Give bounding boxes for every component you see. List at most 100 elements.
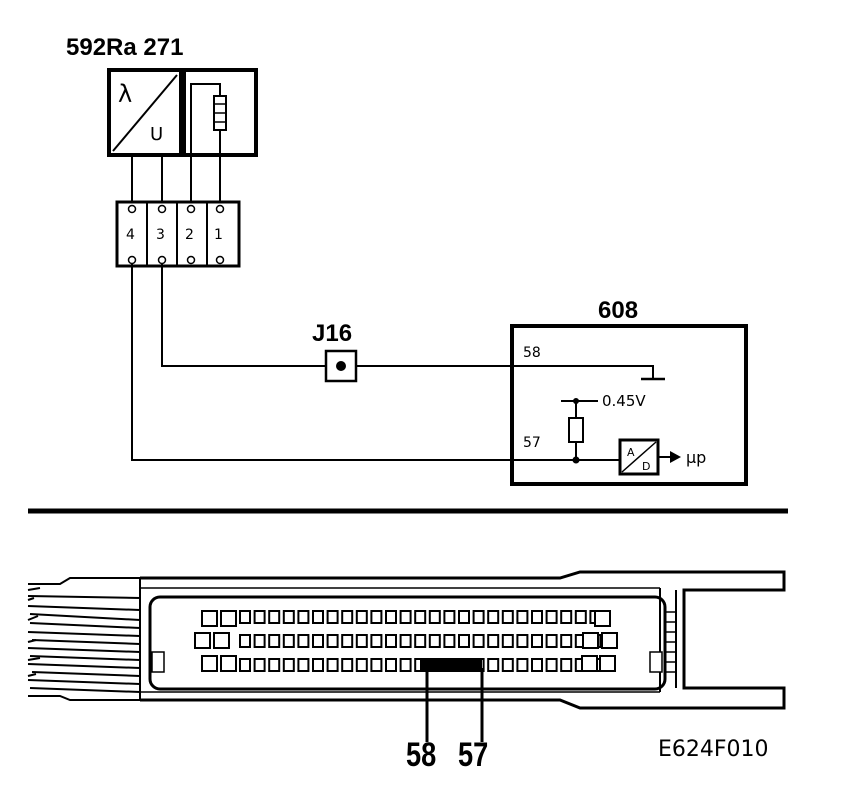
pin-58-label: 58	[406, 735, 436, 774]
pin-terminal	[560, 634, 573, 648]
pin-terminal	[253, 634, 266, 648]
pin-terminal	[443, 610, 456, 624]
pin-terminal	[531, 610, 543, 624]
connector-block: 4 3 2 1	[115, 200, 241, 268]
pin-terminal	[239, 610, 251, 624]
ecu-label: 608	[598, 297, 638, 324]
pin-terminal	[472, 610, 485, 624]
pin-terminal	[399, 658, 412, 672]
u-symbol: U	[150, 124, 163, 145]
power-terminal	[601, 632, 618, 649]
pin-terminal	[501, 610, 514, 624]
junction-j16	[324, 349, 358, 383]
pin-terminal	[487, 634, 500, 648]
power-terminal	[582, 632, 599, 649]
pin-terminal	[326, 610, 339, 624]
pin-terminal	[385, 634, 397, 648]
pin-terminal	[560, 610, 573, 624]
ecu-608: 58 57 0.45V A D µp	[510, 324, 748, 486]
bias-voltage: 0.45V	[602, 392, 646, 410]
ecu-pin-58: 58	[523, 345, 541, 361]
pin-terminal	[501, 634, 514, 648]
pin-terminal	[282, 658, 295, 672]
wire-harness	[27, 577, 141, 701]
pin-terminal	[312, 658, 324, 672]
pin-terminal	[370, 658, 383, 672]
junction-label: J16	[312, 320, 352, 347]
pin-terminal	[370, 610, 383, 624]
pin-terminal	[501, 658, 514, 672]
power-terminal	[194, 632, 211, 649]
microprocessor-label: µp	[686, 448, 706, 467]
pin-terminal	[355, 658, 368, 672]
pin-terminal	[253, 610, 266, 624]
pin-terminal	[428, 610, 441, 624]
pin-terminal	[545, 658, 558, 672]
pin-grid	[194, 610, 618, 672]
pin-terminal	[355, 634, 368, 648]
pin-terminal	[341, 634, 354, 648]
adc-a-label: A	[627, 446, 635, 459]
pin-terminal	[516, 610, 529, 624]
pin-terminal	[385, 610, 397, 624]
pin-terminal	[282, 610, 295, 624]
pin-terminal	[268, 658, 281, 672]
pin-terminal	[355, 610, 368, 624]
pin-terminal	[370, 634, 383, 648]
pin-terminal	[297, 634, 310, 648]
pin-terminal	[574, 610, 587, 624]
reference-code: E624F010	[658, 737, 769, 762]
pin-terminal	[487, 610, 500, 624]
pin-terminal	[472, 634, 485, 648]
power-terminal	[581, 655, 598, 672]
pin-terminal	[560, 658, 573, 672]
pin-terminal	[399, 610, 412, 624]
connector-pin-3: 3	[156, 227, 165, 243]
pin-57-label: 57	[458, 735, 488, 774]
adc-d-label: D	[642, 460, 650, 473]
lambda-sensor: λ U	[107, 68, 183, 157]
ecu-pin-57: 57	[523, 435, 541, 451]
pin-terminal	[326, 634, 339, 648]
arrow-right-icon	[670, 451, 681, 463]
wire-pin4-ecu57	[131, 264, 620, 461]
power-terminal	[201, 610, 218, 627]
heater-element	[182, 68, 258, 157]
power-terminal	[220, 610, 237, 627]
pin-terminal	[458, 610, 470, 624]
power-terminal	[201, 655, 218, 672]
pin-terminal	[545, 634, 558, 648]
pin-terminal	[385, 658, 397, 672]
wire-pin3-ecu58	[161, 264, 654, 367]
pin-terminal	[239, 634, 251, 648]
highlighted-pins	[420, 658, 482, 672]
power-terminal	[220, 655, 237, 672]
pin-terminal	[531, 634, 543, 648]
pin-terminal	[341, 610, 354, 624]
pin-terminal	[239, 658, 251, 672]
pin-terminal	[326, 658, 339, 672]
pin-terminal	[414, 634, 427, 648]
lambda-symbol: λ	[118, 80, 132, 108]
pin-terminal	[297, 610, 310, 624]
pin-terminal	[428, 634, 441, 648]
pin-terminal	[341, 658, 354, 672]
pin-terminal	[458, 634, 470, 648]
connector-pin-2: 2	[185, 227, 194, 243]
pin-terminal	[399, 634, 412, 648]
pin-terminal	[268, 634, 281, 648]
power-terminal	[213, 632, 230, 649]
pin-terminal	[414, 610, 427, 624]
pin-terminal	[312, 634, 324, 648]
pin-terminal	[282, 634, 295, 648]
pin-terminal	[516, 658, 529, 672]
power-terminal	[594, 610, 611, 627]
pin-terminal	[268, 610, 281, 624]
pin-terminal	[531, 658, 543, 672]
pin-terminal	[516, 634, 529, 648]
sensor-label: 592Ra 271	[66, 34, 183, 61]
pin-terminal	[545, 610, 558, 624]
connector-pin-4: 4	[126, 227, 135, 243]
ecu-connector-plug	[27, 570, 786, 742]
